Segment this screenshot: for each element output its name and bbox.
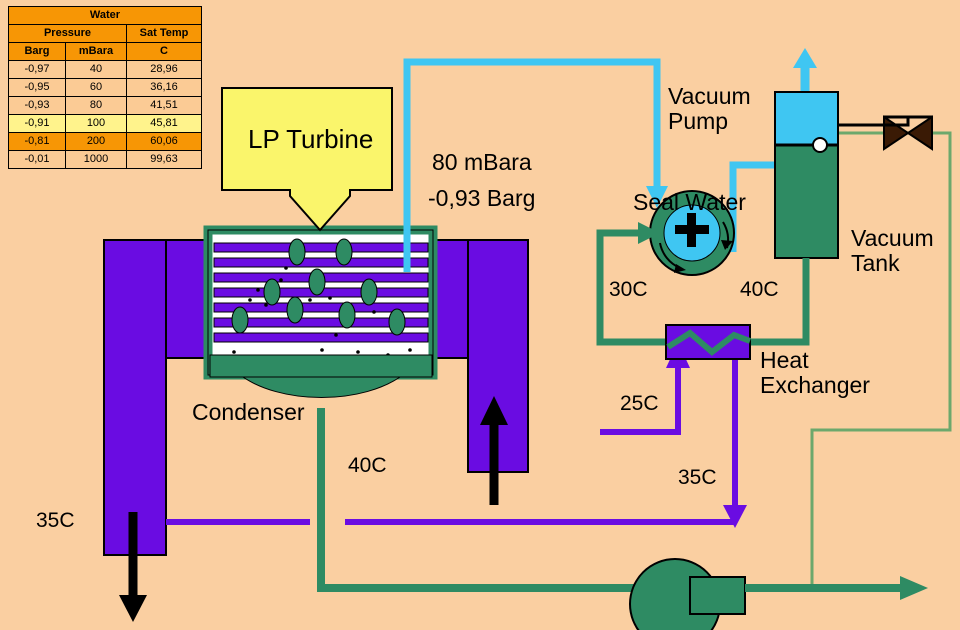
cell-mbara: 100 — [65, 114, 127, 133]
table-title: Water — [8, 6, 202, 25]
table-row-highlight-yellow: -0,91 100 45,81 — [8, 114, 202, 133]
table-row: -0,01 1000 99,63 — [8, 150, 202, 169]
condensate-droplets — [231, 238, 406, 336]
table-group-pressure: Pressure — [8, 24, 127, 43]
water-properties-table: Water Pressure Sat Temp Barg mBara C -0,… — [8, 6, 202, 169]
lp-turbine-icon — [221, 87, 393, 232]
temp-35c-hx-label: 35C — [678, 466, 717, 489]
table-col-c: C — [126, 42, 202, 61]
cell-mbara: 1000 — [65, 150, 127, 169]
condenser-hotwell — [209, 354, 433, 399]
temp-40c-pump-label: 40C — [740, 278, 779, 301]
cell-barg: -0,97 — [8, 60, 66, 79]
cell-barg: -0,95 — [8, 78, 66, 97]
table-row: -0,95 60 36,16 — [8, 78, 202, 97]
lp-turbine-label: LP Turbine — [248, 124, 374, 154]
seal-water-cold-arrowhead-icon — [638, 222, 660, 244]
vacuum-pump-label: Vacuum Pump — [668, 83, 751, 134]
cell-mbara: 60 — [65, 78, 127, 97]
pressure-gauge-label: -0,93 Barg — [428, 185, 536, 211]
seal-water-label: Seal Water — [633, 189, 746, 215]
table-col-mbara: mBara — [65, 42, 127, 61]
table-row: -0,97 40 28,96 — [8, 60, 202, 79]
heat-exchanger-icon — [665, 324, 752, 360]
cooling-water-35c-arrowhead-icon — [723, 505, 747, 528]
air-extraction-arrowhead-icon — [646, 186, 668, 208]
cooling-water-inlet-arrow-icon — [480, 396, 508, 505]
temp-35c-cw-label: 35C — [36, 509, 75, 532]
cell-barg: -0,93 — [8, 96, 66, 115]
cooling-water-piping — [166, 348, 738, 525]
cooling-water-outlet-arrow-icon — [119, 512, 147, 622]
air-extraction-piping — [403, 58, 661, 272]
cell-sat: 36,16 — [126, 78, 202, 97]
condenser-label: Condenser — [192, 399, 305, 425]
vacuum-pump-icon[interactable] — [649, 190, 735, 276]
temp-25c-label: 25C — [620, 392, 659, 415]
vacuum-tank-label: Vacuum Tank — [851, 225, 934, 276]
heat-exchanger-label: Heat Exchanger — [760, 347, 870, 398]
vacuum-tank-icon — [774, 91, 839, 259]
vacuum-tank-vent-icon — [793, 48, 817, 92]
condensate-pump-icon[interactable] — [629, 558, 746, 630]
table-col-barg: Barg — [8, 42, 66, 61]
condenser-left-waterbox — [103, 239, 215, 556]
temp-30c-label: 30C — [609, 278, 648, 301]
pressure-abs-label: 80 mBara — [432, 149, 532, 175]
cell-mbara: 200 — [65, 132, 127, 151]
condensate-discharge-arrowhead-icon — [900, 576, 928, 600]
seal-water-piping — [596, 229, 810, 346]
cell-mbara: 40 — [65, 60, 127, 79]
condensate-piping — [317, 408, 635, 592]
table-group-sattemp: Sat Temp — [126, 24, 202, 43]
cell-sat: 45,81 — [126, 114, 202, 133]
cell-barg: -0,01 — [8, 150, 66, 169]
temp-40c-condensate-label: 40C — [348, 454, 387, 477]
table-row: -0,93 80 41,51 — [8, 96, 202, 115]
cell-sat: 60,06 — [126, 132, 202, 151]
cell-sat: 99,63 — [126, 150, 202, 169]
cell-sat: 41,51 — [126, 96, 202, 115]
